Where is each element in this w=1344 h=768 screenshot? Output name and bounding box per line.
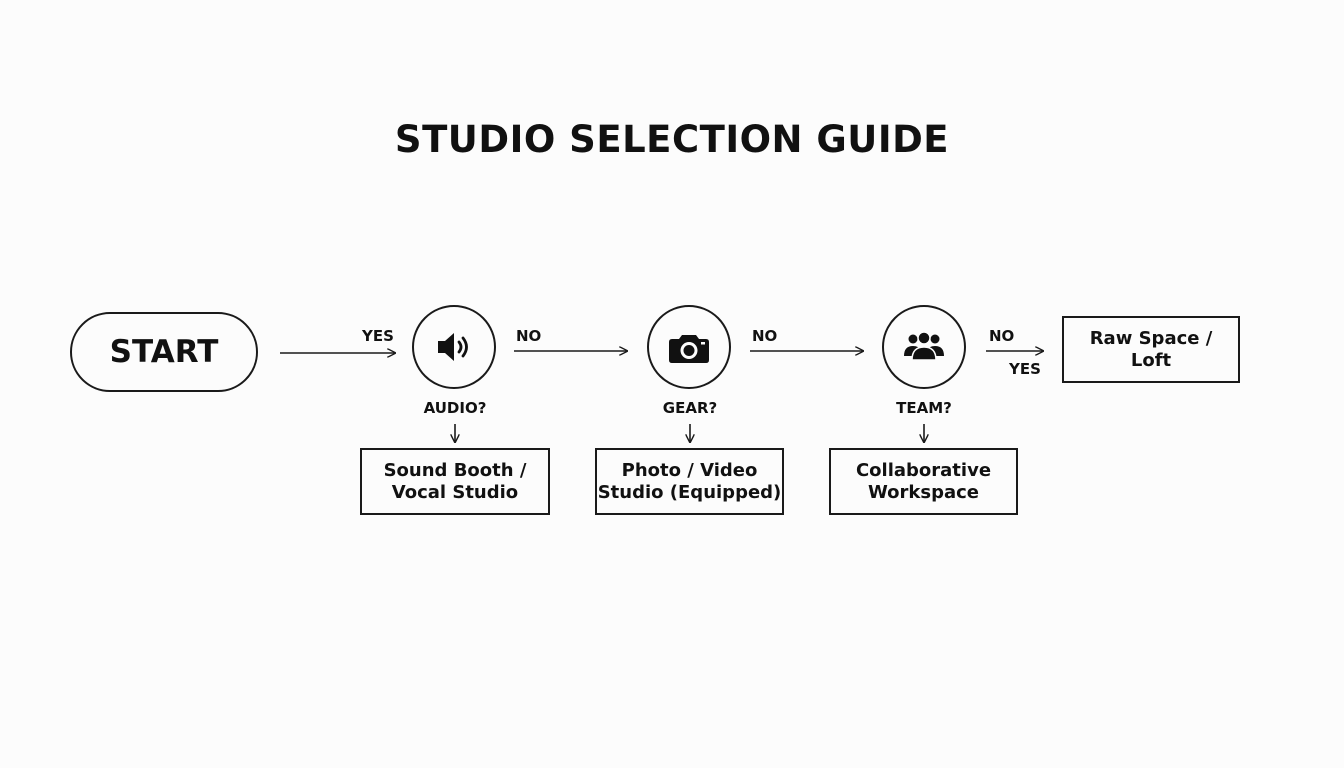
result-box-photo-video-studio: Photo / Video Studio (Equipped) xyxy=(595,448,784,515)
question-label-gear: GEAR? xyxy=(662,399,718,417)
team-icon xyxy=(904,331,944,361)
decision-node-team xyxy=(882,305,966,389)
speaker-icon xyxy=(438,333,468,361)
result-box-sound-booth: Sound Booth / Vocal Studio xyxy=(360,448,550,515)
camera-icon xyxy=(669,335,709,363)
question-label-audio: AUDIO? xyxy=(423,399,487,417)
edge-label-no-team: NO xyxy=(752,327,778,345)
result-box-collaborative-workspace: Collaborative Workspace xyxy=(829,448,1018,515)
result-box-raw-space: Raw Space / Loft xyxy=(1062,316,1240,383)
edge-label-no-final: NO xyxy=(989,327,1015,345)
edge-label-no-gear: NO xyxy=(516,327,542,345)
start-node: START xyxy=(70,312,258,392)
question-label-team: TEAM? xyxy=(896,399,952,417)
edge-label-yes-audio: YES xyxy=(362,327,394,345)
decision-node-gear xyxy=(647,305,731,389)
start-label: START xyxy=(109,334,219,370)
decision-node-audio xyxy=(412,305,496,389)
edge-label-yes-final: YES xyxy=(1009,360,1041,378)
diagram-title: STUDIO SELECTION GUIDE xyxy=(394,118,950,161)
